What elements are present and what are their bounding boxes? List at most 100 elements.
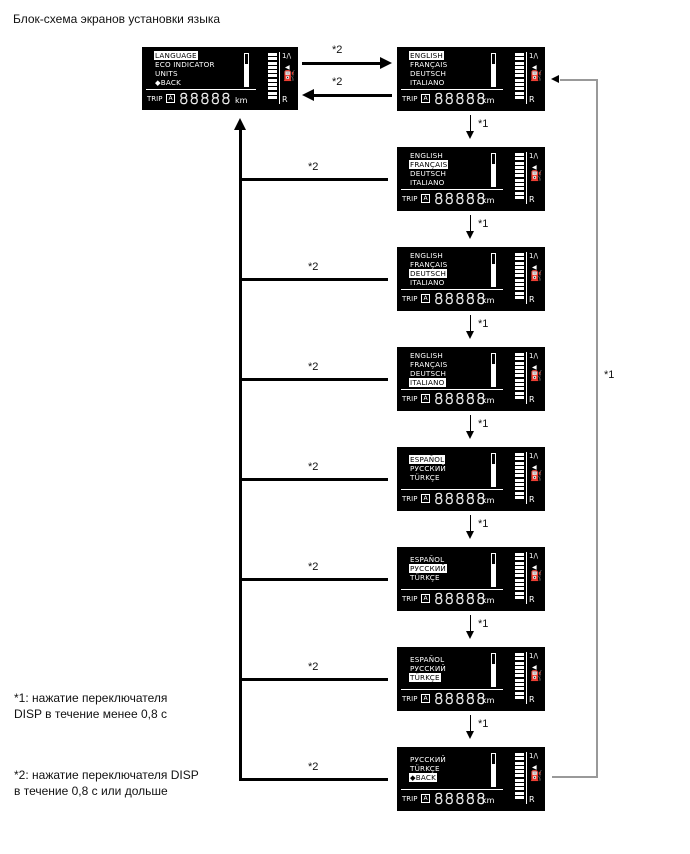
menu-item[interactable]: TÜRKÇE — [410, 764, 440, 773]
gauge-segment — [515, 170, 524, 174]
menu-row: FRANÇAIS — [408, 360, 449, 369]
trip-a-icon: A — [421, 594, 430, 603]
level-bar — [491, 553, 496, 587]
return-horizontal-line — [239, 178, 388, 181]
gauge-segment — [515, 370, 524, 374]
gauge-segment — [515, 770, 524, 774]
trip-label: TRIP — [402, 195, 418, 203]
trip-label: TRIP — [402, 695, 418, 703]
menu-item[interactable]: ENGLISH — [410, 251, 443, 260]
gauge-segment — [515, 591, 524, 595]
menu-item[interactable]: UNITS — [155, 69, 178, 78]
menu-item[interactable]: LANGUAGE — [154, 51, 198, 60]
menu-item[interactable]: ENGLISH — [409, 51, 444, 60]
divider — [401, 589, 503, 590]
menu-item[interactable]: ECO INDICATOR — [155, 60, 215, 69]
gauge-segment — [515, 95, 524, 99]
menu-item[interactable]: DEUTSCH — [410, 369, 447, 378]
gauge-segment — [268, 87, 277, 91]
level-bar — [491, 253, 496, 287]
gauge-segment — [515, 787, 524, 791]
menu-item[interactable]: FRANÇAIS — [410, 360, 448, 369]
km-unit: km — [482, 196, 495, 205]
menu-row: DEUTSCH — [408, 169, 449, 178]
fuel-gauge — [515, 453, 524, 500]
level-bar-fill — [492, 664, 495, 686]
odometer-value: 88888 — [434, 290, 487, 309]
km-unit: km — [482, 96, 495, 105]
menu-row: ITALIANO — [408, 278, 449, 287]
menu-item[interactable]: ESPAÑOL — [410, 555, 445, 564]
menu-item[interactable]: TÜRKÇE — [410, 573, 440, 582]
menu-item[interactable]: ITALIANO — [410, 78, 445, 87]
menu-item[interactable]: DEUTSCH — [410, 169, 447, 178]
fuel-gauge — [515, 353, 524, 400]
menu-row: ENGLISH — [408, 351, 449, 360]
trip-label: TRIP — [147, 95, 163, 103]
menu-row: DEUTSCH — [408, 269, 449, 278]
gauge-segment — [515, 65, 524, 69]
menu-item[interactable]: FRANÇAIS — [409, 160, 449, 169]
menu-item[interactable]: PУССКИЙ — [410, 664, 447, 673]
odometer-value: 88888 — [434, 590, 487, 609]
menu-item[interactable]: DEUTSCH — [410, 69, 447, 78]
menu-row: ENGLISH — [408, 51, 449, 60]
gauge-segment — [515, 278, 524, 282]
return-horizontal-line — [239, 778, 388, 781]
level-bar — [491, 153, 496, 187]
long-press-label: *2 — [308, 461, 319, 473]
gauge-segment — [515, 765, 524, 769]
menu-item[interactable]: ITALIANO — [409, 378, 446, 387]
gauge-segment — [515, 653, 524, 656]
gear-indicator-top: 1/\ — [529, 752, 539, 760]
menu-item[interactable]: ITALIANO — [410, 278, 445, 287]
down-arrow-head — [466, 431, 474, 439]
gauge-segment — [515, 191, 524, 195]
menu-item[interactable]: PУССКИЙ — [410, 755, 447, 764]
menu-row: ENGLISH — [408, 151, 449, 160]
menu-item[interactable]: ESPAÑOL — [410, 655, 445, 664]
left-triangle-icon: ◀ — [532, 564, 537, 571]
return-horizontal-line — [239, 478, 388, 481]
menu-item[interactable]: PУССКИЙ — [409, 564, 448, 573]
long-press-label: *2 — [308, 661, 319, 673]
gauge-segment — [515, 574, 524, 578]
menu-item[interactable]: ◆BACK — [155, 78, 181, 87]
gauge-segment — [515, 161, 524, 165]
menu-item[interactable]: ESPAÑOL — [409, 455, 446, 464]
down-arrow-line — [470, 215, 471, 233]
odometer-value: 88888 — [434, 190, 487, 209]
gauge-segment — [515, 661, 524, 665]
down-arrow-line — [470, 715, 471, 733]
menu-item[interactable]: FRANÇAIS — [410, 260, 448, 269]
menu-item[interactable]: TÜRKÇE — [410, 473, 440, 482]
gauge-segment — [515, 274, 524, 278]
gauge-segment — [515, 457, 524, 461]
menu-item[interactable]: ◆BACK — [409, 773, 437, 782]
gear-indicator-r: R — [529, 195, 535, 204]
menu-item[interactable]: TÜRKÇE — [409, 673, 441, 682]
fuel-pump-icon: ⛽ — [530, 671, 543, 682]
menu-row: ITALIANO — [408, 178, 449, 187]
gauge-segment — [515, 561, 524, 565]
menu-item[interactable]: PУССКИЙ — [410, 464, 447, 473]
gauge-segment — [515, 395, 524, 399]
menu-item[interactable]: FRANÇAIS — [410, 60, 448, 69]
gauge-line — [526, 252, 527, 304]
menu-item[interactable]: ITALIANO — [410, 178, 445, 187]
trip-a-icon: A — [166, 94, 175, 103]
gauge-segment — [515, 187, 524, 191]
gear-indicator-r: R — [529, 495, 535, 504]
menu-item[interactable]: ENGLISH — [410, 151, 443, 160]
gauge-segment — [515, 495, 524, 499]
menu-item[interactable]: DEUTSCH — [409, 269, 448, 278]
menu-row: TÜRKÇE — [408, 473, 448, 482]
return-horizontal-line — [239, 278, 388, 281]
trip-a-icon: A — [421, 794, 430, 803]
gauge-segment — [515, 670, 524, 674]
menu-item[interactable]: ENGLISH — [410, 351, 443, 360]
trip-label: TRIP — [402, 295, 418, 303]
